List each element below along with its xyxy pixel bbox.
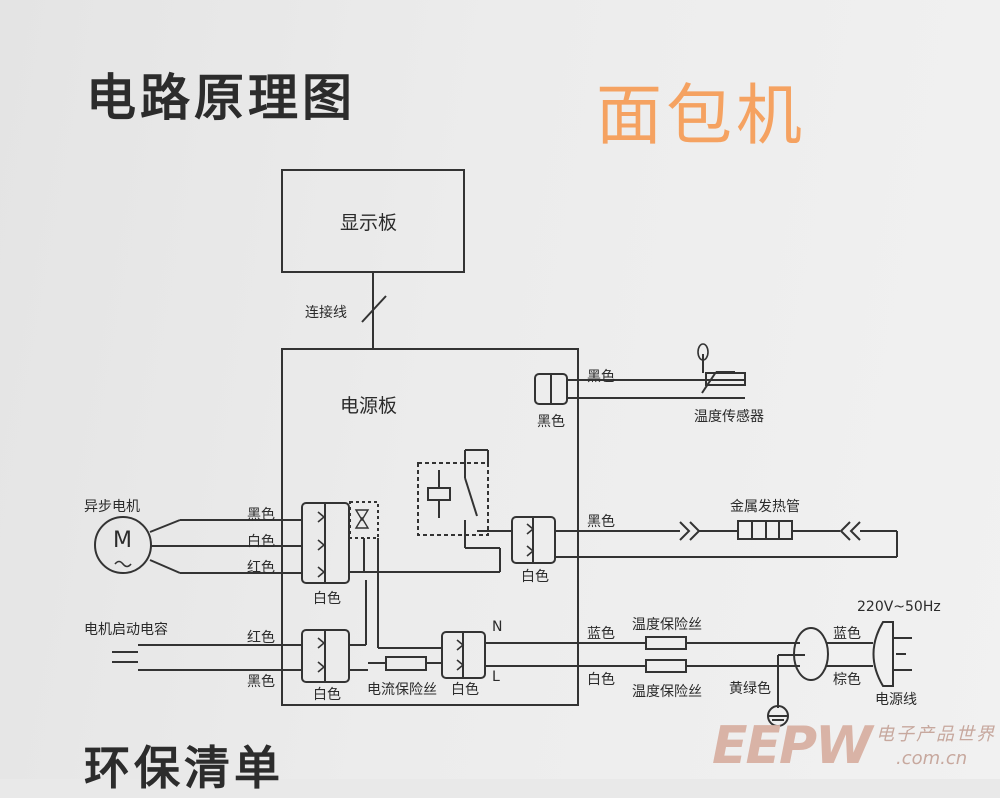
cap-black-label: 黑色: [247, 674, 275, 690]
ground-label: 黄绿色: [729, 681, 771, 697]
ground-symbol: [767, 705, 789, 727]
page-title: 电路原理图: [86, 69, 356, 127]
plug-blue-label: 蓝色: [833, 626, 861, 642]
l-white-label: 白色: [587, 672, 615, 688]
motor-white-label: 白色: [247, 534, 275, 550]
watermark-logo: EEPW: [712, 716, 873, 776]
product-name: 面包机: [596, 77, 806, 154]
display-board-label: 显示板: [340, 212, 398, 234]
power-board-label: 电源板: [340, 395, 398, 417]
motor-red-label: 红色: [247, 560, 275, 576]
heater-connector-label: 白色: [521, 569, 549, 585]
fuse-connector-label: 白色: [451, 682, 479, 698]
power-board-box: [281, 348, 579, 706]
motor-start-cap-label: 电机启动电容: [84, 622, 168, 638]
connector-wire-label: 连接线: [305, 305, 347, 321]
temp-fuse-1-label: 温度保险丝: [632, 617, 702, 633]
current-fuse: [385, 656, 427, 671]
connector-slash: [361, 295, 387, 323]
sensor-connector-label: 黑色: [537, 414, 565, 430]
watermark-cn: 电子产品世界: [876, 724, 996, 745]
circuit-diagram: [94, 169, 912, 727]
temp-fuse-2-label: 温度保险丝: [632, 684, 702, 700]
cord-grommet: [793, 627, 829, 681]
relay-box: [417, 462, 489, 536]
motor-black-label: 黑色: [247, 507, 275, 523]
watermark: EEPW 电子产品世界 .com.cn: [706, 714, 1000, 779]
cap-red-label: 红色: [247, 630, 275, 646]
next-section-heading: 环保清单: [84, 741, 284, 795]
watermark-url: .com.cn: [896, 748, 968, 769]
temp-sensor-label: 温度传感器: [694, 409, 764, 425]
motor-m-label: M: [113, 528, 132, 553]
n-blue-label: 蓝色: [587, 626, 615, 642]
temp-fuse-2: [645, 659, 687, 673]
heater-wire-label: 黑色: [587, 514, 615, 530]
n-label: N: [492, 619, 503, 635]
motor-connector-label: 白色: [313, 591, 341, 607]
power-cord-label: 电源线: [875, 692, 917, 708]
plug: [872, 621, 894, 687]
current-fuse-label: 电流保险丝: [367, 682, 437, 698]
async-motor-label: 异步电机: [84, 499, 140, 515]
plug-brown-label: 棕色: [833, 672, 861, 688]
temp-fuse-1: [645, 636, 687, 650]
heater-label: 金属发热管: [730, 499, 800, 515]
cap-connector-label: 白色: [313, 687, 341, 703]
sensor-wire-label: 黑色: [587, 369, 615, 385]
voltage-label: 220V~50Hz: [857, 599, 941, 615]
l-label: L: [492, 669, 500, 685]
